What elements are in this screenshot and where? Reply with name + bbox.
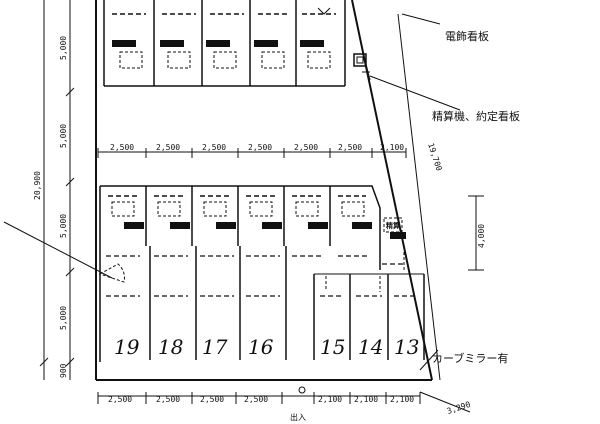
space-17: 17 <box>202 335 228 359</box>
right-height-dimension <box>468 195 484 271</box>
dim-bottom-1: 2,500 <box>108 395 132 404</box>
space-15: 15 <box>320 335 345 359</box>
space-14: 14 <box>358 335 383 359</box>
dim-bottom-6: 2,100 <box>354 395 378 404</box>
settlement-machine-icon <box>353 53 461 111</box>
settlement-box <box>383 217 403 233</box>
dim-bottom-4: 2,500 <box>244 395 268 404</box>
space-19: 19 <box>114 335 140 359</box>
seisanki-label: 精算機、約定看板 <box>432 109 520 123</box>
settlement-box-label: 精算 <box>386 221 400 230</box>
dim-right-height: 4,000 <box>477 224 486 248</box>
top-dimension-line <box>97 148 407 158</box>
bottom-fragment: 出入 <box>290 412 306 422</box>
dim-top-7: 2,100 <box>380 143 404 152</box>
left-dimension-lines <box>39 0 75 380</box>
dim-bottom-2: 2,500 <box>156 395 180 404</box>
curve-mirror-label: カーブミラー有 <box>432 351 508 365</box>
dim-top-4: 2,500 <box>248 143 272 152</box>
dim-left-bottom: 900 <box>59 363 68 378</box>
dim-diagonal: 19,700 <box>426 142 444 172</box>
curve-mirror-marker <box>419 349 439 371</box>
dim-bottom-5: 2,100 <box>318 395 342 404</box>
dim-top-2: 2,500 <box>156 143 180 152</box>
dim-corner: 3,290 <box>446 400 472 416</box>
bottom-dimension-line <box>97 386 471 413</box>
dim-left-1: 5,000 <box>59 36 68 60</box>
dim-bottom-7: 2,100 <box>390 395 414 404</box>
dim-left-total: 20,900 <box>33 171 42 200</box>
dim-left-4: 5,000 <box>59 306 68 330</box>
top-parking-area <box>103 0 346 87</box>
dim-top-1: 2,500 <box>110 143 134 152</box>
space-13: 13 <box>394 335 419 359</box>
dim-top-6: 2,500 <box>338 143 362 152</box>
lower-parking-area <box>3 185 425 362</box>
dim-left-3: 5,000 <box>59 214 68 238</box>
dim-top-3: 2,500 <box>202 143 226 152</box>
denshoku-sign-label: 電飾看板 <box>445 29 489 43</box>
dim-top-5: 2,500 <box>294 143 318 152</box>
dim-left-2: 5,000 <box>59 124 68 148</box>
dim-bottom-3: 2,500 <box>200 395 224 404</box>
space-16: 16 <box>248 335 274 359</box>
space-18: 18 <box>158 335 183 359</box>
